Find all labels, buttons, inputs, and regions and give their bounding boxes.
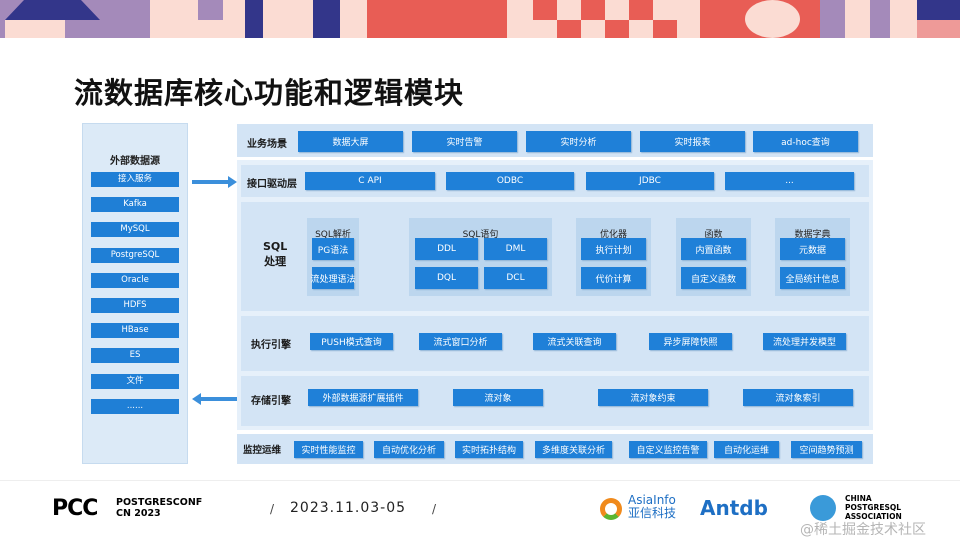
antdb-logo: Antdb (700, 496, 768, 520)
box-execution: 流处理并发模型 (763, 333, 846, 350)
box-execution: 异步屏障快照 (649, 333, 732, 350)
source-item: 接入服务 (91, 172, 179, 187)
source-item: Kafka (91, 197, 179, 213)
source-item: PostgreSQL (91, 247, 179, 263)
sql-item: DQL (415, 267, 478, 289)
box-interface: C API (305, 172, 435, 190)
source-item: Oracle (91, 272, 179, 288)
source-item: ...... (91, 398, 179, 414)
sql-group: 数据字典元数据全局统计信息 (775, 218, 850, 296)
sql-group-title: 数据字典 (794, 230, 831, 240)
box-execution: PUSH模式查询 (310, 333, 393, 350)
box-monitoring: 实时拓扑结构 (455, 441, 523, 458)
sql-item: 执行计划 (581, 238, 646, 260)
sql-item: 内置函数 (681, 238, 746, 260)
arrow-right-icon (192, 180, 230, 184)
event-date: 2023.11.03-05 (290, 500, 407, 516)
sql-group-title: 优化器 (599, 230, 627, 240)
sql-item: 全局统计信息 (780, 267, 845, 289)
sql-item: PG语法 (312, 238, 354, 260)
sql-item: DDL (415, 238, 478, 260)
arrow-right-head-icon (228, 176, 237, 188)
box-storage: 流对象 (453, 389, 543, 406)
pcc-logo: PCC (52, 496, 98, 521)
asiainfo-logo-icon (600, 498, 622, 520)
box-monitoring: 实时性能监控 (294, 441, 363, 458)
box-business: 实时分析 (526, 131, 631, 152)
source-item: HDFS (91, 298, 179, 313)
sql-group-title: 函数 (704, 230, 723, 240)
footer-divider (0, 480, 960, 481)
sql-item: 元数据 (780, 238, 845, 260)
arrow-left-icon (201, 397, 237, 401)
box-execution: 流式窗口分析 (419, 333, 502, 350)
sql-item: DML (484, 238, 547, 260)
postgresql-elephant-icon (810, 495, 836, 521)
box-monitoring: 多维度关联分析 (535, 441, 612, 458)
separator: / (432, 502, 437, 516)
box-monitoring: 自动化运维 (714, 441, 779, 458)
separator: / (270, 502, 275, 516)
sql-item: DCL (484, 267, 547, 289)
box-execution: 流式关联查询 (533, 333, 616, 350)
box-storage: 流对象约束 (598, 389, 708, 406)
box-interface: JDBC (586, 172, 714, 190)
sql-item: 自定义函数 (681, 267, 746, 289)
sql-group: 函数内置函数自定义函数 (676, 218, 751, 296)
page-title: 流数据库核心功能和逻辑模块 (74, 76, 465, 110)
source-item: HBase (91, 323, 179, 339)
layer-label: 存储引擎 (251, 396, 291, 407)
layer-label: 接口驱动层 (247, 179, 297, 190)
layer-label: 业务场景 (247, 139, 287, 150)
layer-label: 执行引擎 (251, 340, 291, 351)
box-interface: ... (725, 172, 854, 190)
box-business: ad-hoc查询 (753, 131, 858, 152)
source-item: ES (91, 348, 179, 364)
watermark: @稀土掘金技术社区 (800, 522, 926, 538)
source-item: MySQL (91, 222, 179, 238)
box-business: 实时报表 (640, 131, 745, 152)
layer-label: 监控运维 (243, 445, 282, 456)
sql-item: 流处理语法 (311, 267, 356, 289)
source-item: 文件 (91, 373, 179, 389)
box-business: 实时告警 (412, 131, 517, 152)
arrow-left-head-icon (192, 393, 201, 405)
box-interface: ODBC (446, 172, 574, 190)
sql-group: 优化器执行计划代价计算 (576, 218, 651, 296)
box-monitoring: 自定义监控告警 (629, 441, 707, 458)
box-business: 数据大屏 (298, 131, 403, 152)
box-storage: 外部数据源扩展插件 (308, 389, 418, 406)
sql-item: 代价计算 (581, 267, 646, 289)
box-monitoring: 空间趋势预测 (791, 441, 862, 458)
box-storage: 流对象索引 (743, 389, 853, 406)
sql-group-title: SQL解析 (315, 230, 351, 240)
sql-group-title: SQL语句 (462, 230, 499, 240)
box-monitoring: 自动优化分析 (374, 441, 444, 458)
external-sources-heading: 外部数据源 (110, 156, 160, 167)
